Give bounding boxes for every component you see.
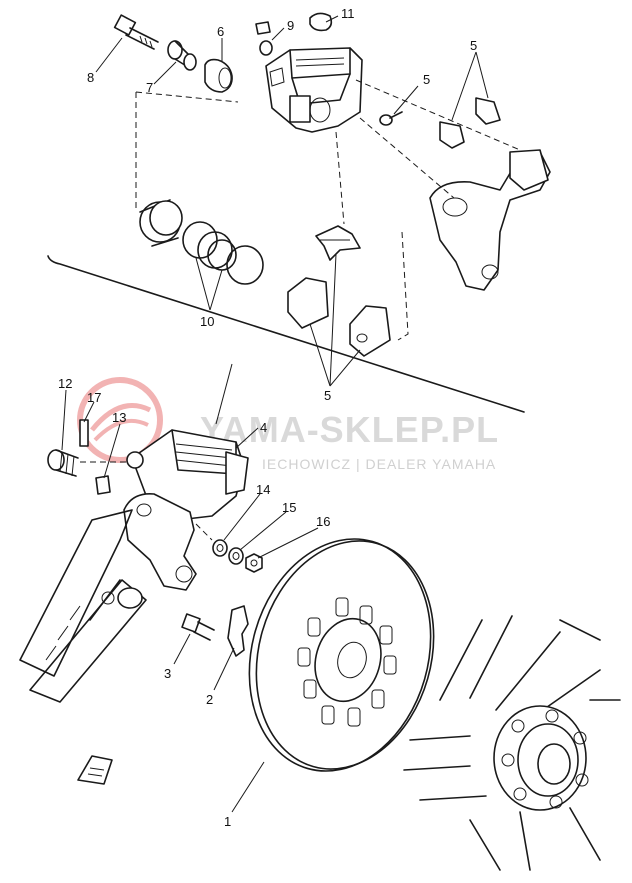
part-15-washer	[228, 547, 244, 565]
leader-lines	[61, 15, 489, 813]
part-16-nut	[245, 553, 263, 573]
part-11-cap	[309, 12, 333, 32]
part-1-brake-disc	[248, 538, 435, 772]
part-5-pads	[287, 277, 391, 357]
part-2-lock-plate	[227, 605, 249, 657]
part-7-sleeve	[167, 40, 197, 71]
watermark-subtitle: IECHOWICZ | DEALER YAMAHA	[262, 456, 496, 472]
part-13-cap	[95, 475, 111, 495]
part-14-washer	[212, 539, 228, 557]
callout-5-pads: 5	[324, 388, 331, 403]
callout-14: 14	[256, 482, 270, 497]
assembly-guide-lines-upper	[135, 79, 521, 341]
callout-7: 7	[146, 80, 153, 95]
callout-1: 1	[224, 814, 231, 829]
assembly-guide-lines-lower	[80, 461, 213, 541]
callout-4: 4	[260, 420, 267, 435]
separator-leader	[215, 363, 233, 425]
watermark: YAMA-SKLEP.PL IECHOWICZ | DEALER YAMAHA	[77, 377, 499, 472]
callout-2: 2	[206, 692, 213, 707]
callout-5-shims: 5	[470, 38, 477, 53]
part-pad-spring	[315, 225, 361, 261]
part-10-piston	[139, 199, 183, 247]
part-5-pad-pin	[379, 111, 403, 126]
part-8-bolt	[113, 14, 159, 50]
part-9-bleed-screw	[255, 21, 273, 56]
callout-3: 3	[164, 666, 171, 681]
part-6-boot	[204, 58, 233, 93]
part-caliper-bracket-lower	[123, 493, 197, 591]
callout-10: 10	[200, 314, 214, 329]
callout-16: 16	[316, 514, 330, 529]
callout-17: 17	[87, 390, 101, 405]
part-17-bleed-screw	[79, 419, 89, 447]
callout-8: 8	[87, 70, 94, 85]
callout-12: 12	[58, 376, 72, 391]
callout-6: 6	[217, 24, 224, 39]
callout-15: 15	[282, 500, 296, 515]
watermark-title: YAMA-SKLEP.PL	[200, 409, 499, 450]
group-separator-line	[47, 255, 525, 413]
fwd-arrow-icon	[77, 755, 113, 785]
part-10-seals	[182, 221, 264, 285]
callout-13: 13	[112, 410, 126, 425]
callout-11: 11	[341, 6, 355, 21]
part-caliper-bracket-right	[429, 149, 551, 291]
part-12-bolt	[47, 449, 79, 477]
part-wheel-hub	[403, 615, 621, 871]
part-3-bolt	[181, 613, 215, 641]
part-swingarm	[19, 509, 147, 703]
part-5-shims	[439, 97, 501, 149]
callout-5-caliper: 5	[423, 72, 430, 87]
callout-9: 9	[287, 18, 294, 33]
part-caliper-upper	[265, 47, 363, 133]
